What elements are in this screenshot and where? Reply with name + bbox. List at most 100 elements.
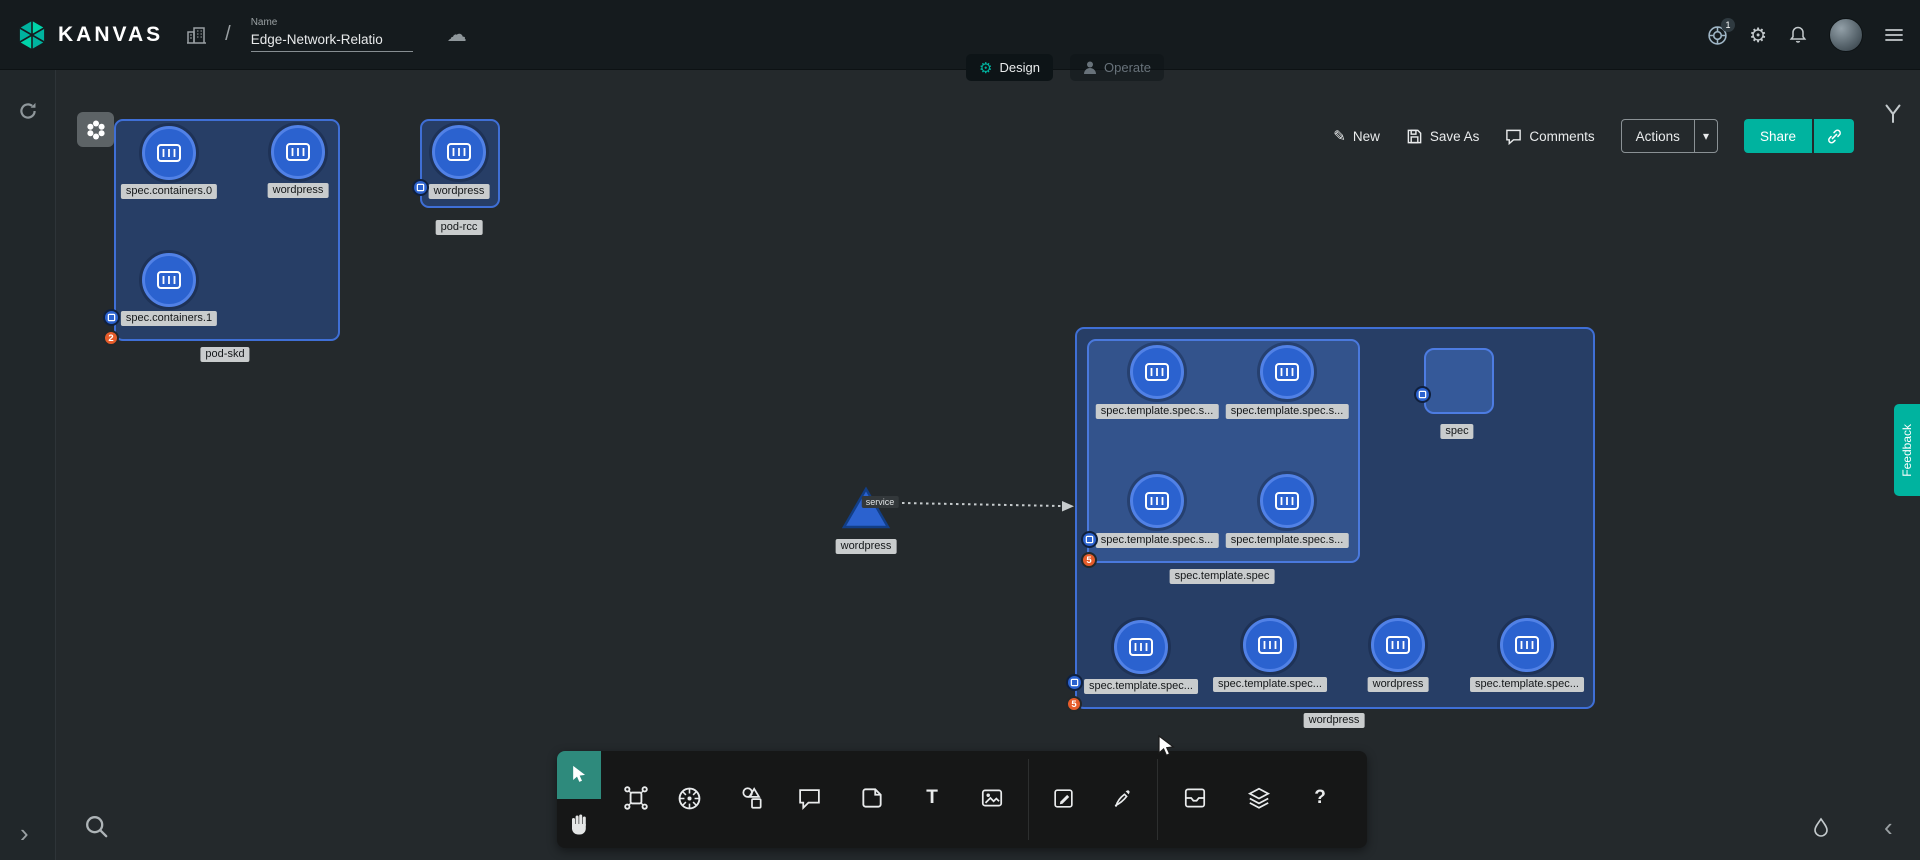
expand-panel-chevron-icon[interactable]: ›: [20, 820, 29, 846]
node-wordpress-container[interactable]: [432, 125, 486, 179]
actions-caret-icon[interactable]: ▾: [1694, 120, 1717, 152]
kanvas-logo[interactable]: KANVAS: [16, 19, 163, 51]
new-button[interactable]: ✎ New: [1333, 127, 1380, 145]
feedback-tab[interactable]: Feedback: [1894, 404, 1920, 496]
collapse-panel-chevron-icon[interactable]: ‹: [1884, 814, 1893, 840]
hand-icon: [567, 812, 591, 836]
operate-mode-icon: [1083, 60, 1097, 75]
k8s-resource-badge[interactable]: [1081, 531, 1098, 548]
comment-icon: [797, 786, 822, 811]
node-label: spec.template.spec...: [1084, 679, 1198, 694]
kubernetes-tool-button[interactable]: [671, 780, 707, 816]
notification-count-badge: 1: [1721, 18, 1735, 32]
archive-tool-button[interactable]: [1177, 780, 1213, 816]
help-tool-button[interactable]: ?: [1302, 780, 1338, 816]
pointer-cursor-icon: [569, 764, 589, 786]
branch-views-icon[interactable]: [1881, 101, 1905, 125]
node-wordpress-container[interactable]: [271, 125, 325, 179]
shapes-tool-button[interactable]: [734, 780, 770, 816]
issue-count-badge[interactable]: 2: [103, 330, 119, 346]
sticker-tool-button[interactable]: [854, 780, 890, 816]
components-icon: [623, 785, 649, 811]
container-icon: [1514, 634, 1540, 656]
actions-split-button[interactable]: Actions ▾: [1621, 119, 1718, 153]
node-template-container[interactable]: [1130, 345, 1184, 399]
header-right: 1 ⚙: [1707, 0, 1904, 70]
zoom-search-icon[interactable]: [82, 812, 112, 842]
ink-drop-icon[interactable]: [1809, 816, 1833, 840]
sketch-tool-button[interactable]: [1105, 780, 1141, 816]
save-icon: [1406, 128, 1423, 145]
node-spec-containers-0[interactable]: [142, 126, 196, 180]
node-label: wordpress: [836, 539, 897, 554]
container-icon: [1128, 636, 1154, 658]
sync-refresh-icon[interactable]: [17, 100, 39, 122]
k8s-resource-badge[interactable]: [412, 179, 429, 196]
help-ring-icon[interactable]: 1: [1707, 25, 1728, 46]
comments-label: Comments: [1529, 129, 1594, 144]
shapes-icon: [739, 785, 765, 811]
node-spec[interactable]: [1424, 348, 1494, 414]
node-spec-containers-1[interactable]: [142, 253, 196, 307]
tab-design[interactable]: ⚙ Design: [966, 54, 1053, 81]
comments-button[interactable]: Comments: [1505, 128, 1594, 145]
node-label: spec.containers.0: [121, 184, 217, 199]
issue-count-badge[interactable]: 5: [1081, 552, 1097, 568]
copy-link-button[interactable]: [1814, 119, 1854, 153]
group-label: pod-rcc: [436, 220, 483, 235]
node-label: wordpress: [1368, 677, 1429, 692]
edit-tool-button[interactable]: [1045, 780, 1081, 816]
pointer-tool-button[interactable]: [557, 751, 601, 799]
share-group: Share: [1744, 119, 1854, 153]
node-template-container[interactable]: [1260, 474, 1314, 528]
comment-tool-button[interactable]: [791, 780, 827, 816]
design-name-input[interactable]: [251, 30, 413, 52]
kubernetes-helm-icon: [676, 785, 703, 812]
shapes-flower-button[interactable]: [77, 112, 114, 147]
cloud-sync-icon[interactable]: ☁: [447, 22, 467, 47]
components-tool-button[interactable]: [618, 780, 654, 816]
image-icon: [979, 785, 1005, 811]
design-toolbar: ✎ New Save As Comments Actions ▾ Share: [1333, 118, 1854, 154]
node-label: spec: [1440, 424, 1473, 439]
issue-count-badge[interactable]: 5: [1066, 696, 1082, 712]
share-button[interactable]: Share: [1744, 119, 1812, 153]
node-template-container[interactable]: [1243, 618, 1297, 672]
node-label: wordpress: [268, 183, 329, 198]
group-label: spec.template.spec: [1170, 569, 1275, 584]
bottom-toolbar: T: [557, 751, 1367, 848]
left-rail: [0, 70, 56, 860]
tab-operate[interactable]: Operate: [1070, 54, 1164, 81]
node-template-container[interactable]: [1130, 474, 1184, 528]
notifications-bell-icon[interactable]: [1788, 25, 1808, 45]
node-wordpress-service[interactable]: [841, 486, 891, 530]
settings-gear-icon[interactable]: ⚙: [1749, 23, 1767, 48]
design-mode-icon: ⚙: [979, 59, 992, 77]
node-template-container[interactable]: [1260, 345, 1314, 399]
image-tool-button[interactable]: [974, 780, 1010, 816]
node-template-container[interactable]: [1114, 620, 1168, 674]
container-icon: [1144, 490, 1170, 512]
layers-tool-button[interactable]: [1241, 780, 1277, 816]
toolbar-divider: [1028, 759, 1029, 840]
edge-tag: service: [862, 496, 899, 508]
k8s-resource-badge[interactable]: [103, 309, 120, 326]
pan-hand-tool-button[interactable]: [560, 804, 598, 844]
design-name-label: Name: [251, 17, 423, 28]
node-label: spec.template.spec...: [1213, 677, 1327, 692]
new-label: New: [1353, 129, 1380, 144]
user-avatar[interactable]: [1829, 18, 1863, 52]
k8s-resource-badge[interactable]: [1066, 674, 1083, 691]
comments-icon: [1505, 128, 1522, 145]
hamburger-menu-icon[interactable]: [1884, 25, 1904, 45]
container-icon: [156, 142, 182, 164]
save-as-button[interactable]: Save As: [1406, 128, 1480, 145]
node-wordpress-container[interactable]: [1371, 618, 1425, 672]
group-spec-template-spec[interactable]: [1087, 339, 1360, 563]
organization-icon[interactable]: [185, 24, 207, 46]
text-tool-button[interactable]: T: [914, 780, 950, 816]
node-template-container[interactable]: [1500, 618, 1554, 672]
k8s-resource-badge[interactable]: [1414, 386, 1431, 403]
actions-label[interactable]: Actions: [1622, 120, 1694, 152]
